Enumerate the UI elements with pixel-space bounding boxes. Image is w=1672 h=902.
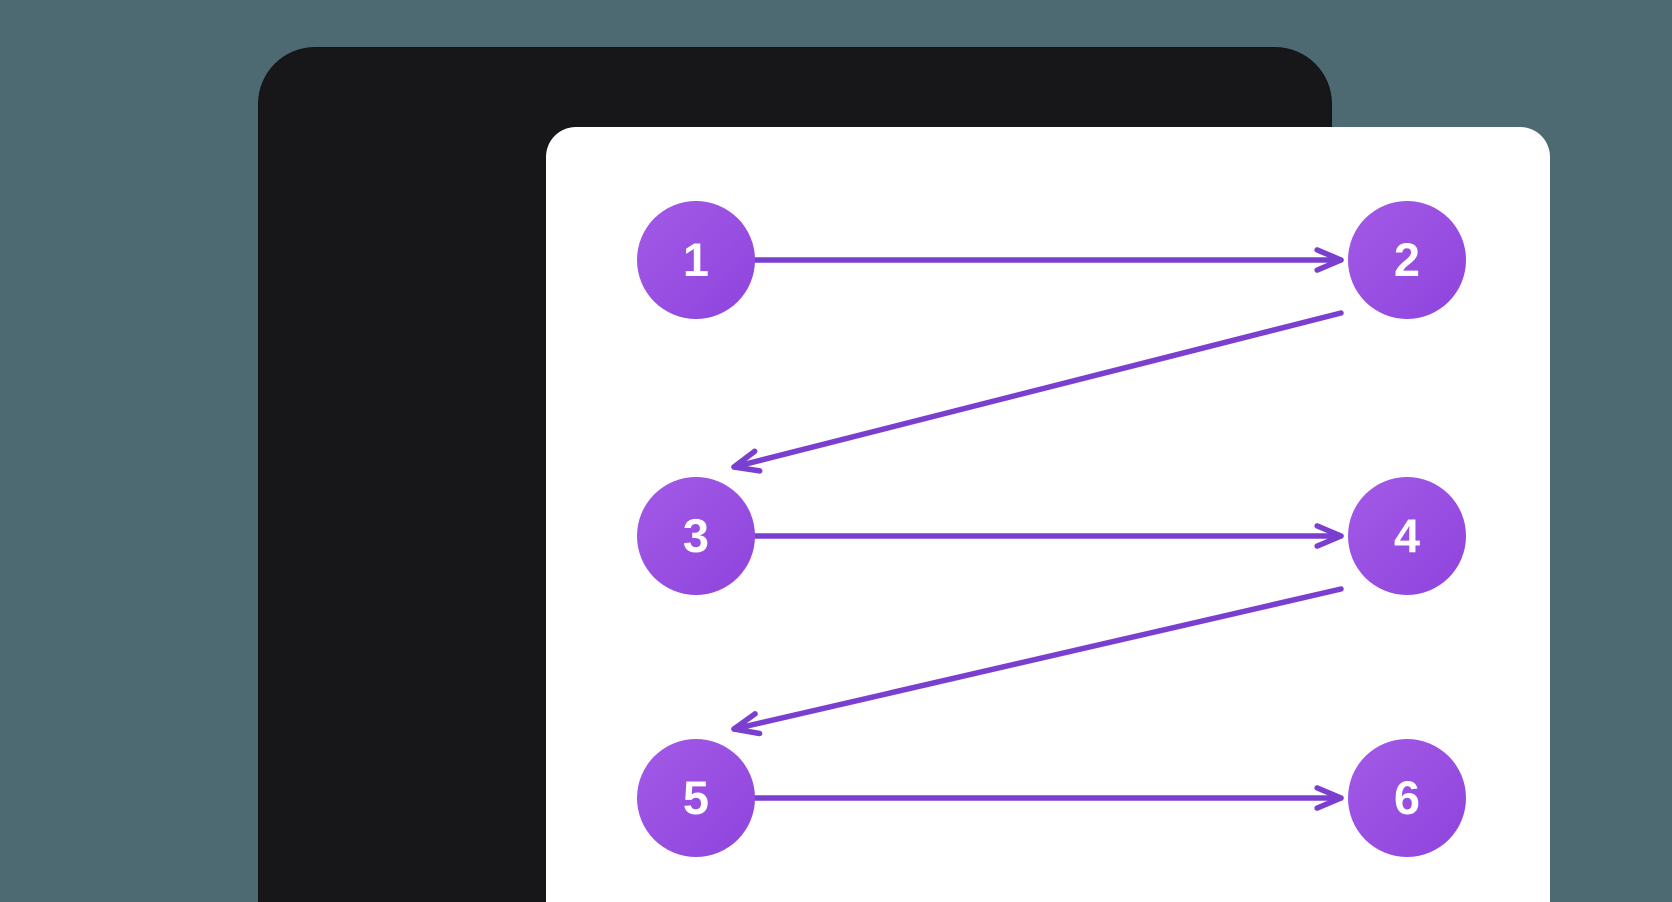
arrowhead-icon [731,448,763,474]
arrowhead-icon [1314,247,1344,273]
arrow-4-to-5 [731,586,1344,737]
node-3[interactable]: 3 [637,477,755,595]
node-label: 4 [1393,508,1421,562]
node-label: 2 [1393,232,1421,286]
device-bezel: 1 2 3 4 5 6 [259,48,1550,902]
node-label: 3 [682,508,710,562]
arrowhead-icon [731,711,763,737]
node-2[interactable]: 2 [1348,201,1466,319]
diagram-canvas: 1 2 3 4 5 6 [546,127,1550,902]
arrow-2-to-3 [731,310,1344,474]
arrow-3-to-4 [731,523,1344,549]
arrow-5-to-6 [731,785,1344,811]
arrow-shaft [731,586,1344,732]
node-label: 1 [682,232,710,286]
node-1[interactable]: 1 [637,201,755,319]
arrowhead-icon [1314,523,1344,549]
device-screen: 1 2 3 4 5 6 [546,127,1550,902]
node-5[interactable]: 5 [637,739,755,857]
node-label: 5 [682,770,710,824]
arrow-1-to-2 [731,247,1344,273]
node-6[interactable]: 6 [1348,739,1466,857]
arrowhead-icon [1314,785,1344,811]
arrow-layer [731,247,1344,811]
node-label: 6 [1393,770,1421,824]
arrow-shaft [731,310,1344,470]
node-4[interactable]: 4 [1348,477,1466,595]
